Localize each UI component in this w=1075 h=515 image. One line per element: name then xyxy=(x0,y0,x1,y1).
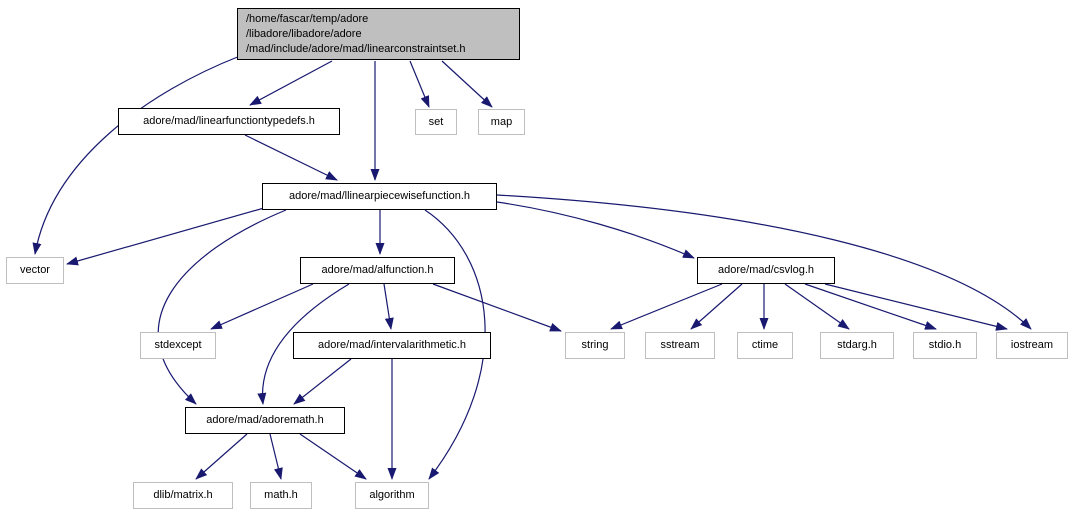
edge-alf-to-stdexcept xyxy=(210,283,314,330)
node-label: map xyxy=(490,115,513,128)
node-alf[interactable]: adore/mad/alfunction.h xyxy=(300,257,455,284)
edge-csv-to-stdio xyxy=(804,283,937,330)
node-label: ctime xyxy=(751,339,779,351)
edge-lpw-to-algorithm xyxy=(424,209,486,480)
node-label: vector xyxy=(20,264,50,276)
node-lft[interactable]: adore/mad/linearfunctiontypedefs.h xyxy=(118,108,340,135)
edge-csv-to-stdarg xyxy=(784,283,850,330)
edge-alf-to-string xyxy=(432,283,562,332)
node-label: stdexcept xyxy=(154,339,202,351)
node-lpw[interactable]: adore/mad/llinearpiecewisefunction.h xyxy=(262,183,497,210)
edge-lpw-to-adm xyxy=(157,209,287,405)
node-map: map xyxy=(478,109,525,135)
node-label: adore/mad/llinearpiecewisefunction.h xyxy=(289,190,470,202)
node-string: string xyxy=(565,332,625,359)
node-stdarg: stdarg.h xyxy=(820,332,894,359)
node-label: stdio.h xyxy=(928,339,962,351)
node-set: set xyxy=(415,109,457,135)
edge-csv-to-iostream xyxy=(824,283,1008,331)
edge-csv-to-string xyxy=(610,283,723,330)
node-label: sstream xyxy=(660,339,700,351)
edge-csv-to-sstream xyxy=(690,283,743,330)
node-label: math.h xyxy=(264,489,298,501)
node-label: adore/mad/linearfunctiontypedefs.h xyxy=(143,115,315,127)
node-iva[interactable]: adore/mad/intervalarithmetic.h xyxy=(293,332,491,359)
node-math: math.h xyxy=(250,482,312,509)
node-vector: vector xyxy=(6,257,64,284)
edge-adm-to-math xyxy=(269,433,283,480)
edge-alf-to-adm xyxy=(257,283,350,405)
edge-root-to-set xyxy=(409,60,430,108)
node-label: adore/mad/csvlog.h xyxy=(718,264,814,276)
node-label: algorithm xyxy=(369,489,415,501)
edge-root-to-map xyxy=(441,60,493,108)
edge-adm-to-algorithm xyxy=(299,433,367,480)
node-iostream: iostream xyxy=(996,332,1068,359)
node-dlib: dlib/matrix.h xyxy=(133,482,233,509)
node-label: set xyxy=(428,115,444,128)
root-label-line: /home/fascar/temp/adore xyxy=(246,12,369,25)
node-sstream: sstream xyxy=(645,332,715,359)
node-label: adore/mad/intervalarithmetic.h xyxy=(318,339,466,351)
edge-alf-to-iva xyxy=(383,283,394,330)
edge-lpw-to-csv xyxy=(496,201,695,259)
node-ctime: ctime xyxy=(737,332,793,359)
node-label: adore/mad/alfunction.h xyxy=(321,264,434,276)
node-csv[interactable]: adore/mad/csvlog.h xyxy=(697,257,835,284)
edge-lft-to-lpw xyxy=(244,134,338,181)
node-label: stdarg.h xyxy=(837,339,877,351)
edge-adm-to-dlib xyxy=(195,433,248,480)
node-label: adore/mad/adoremath.h xyxy=(206,414,324,426)
edge-lpw-to-iostream xyxy=(496,194,1032,330)
edge-lpw-to-vector xyxy=(66,207,265,266)
root-label-line: /mad/include/adore/mad/linearconstraints… xyxy=(246,42,466,55)
root-label-line: /libadore/libadore/adore xyxy=(246,27,362,40)
node-label: iostream xyxy=(1010,339,1054,351)
node-root: /home/fascar/temp/adore/libadore/libador… xyxy=(237,8,520,60)
node-stdio: stdio.h xyxy=(913,332,977,359)
node-label: dlib/matrix.h xyxy=(153,489,213,501)
node-algorithm: algorithm xyxy=(355,482,429,509)
edge-root-to-lft xyxy=(249,60,333,106)
node-stdexcept: stdexcept xyxy=(140,332,216,359)
node-label: string xyxy=(581,339,609,351)
node-adm[interactable]: adore/mad/adoremath.h xyxy=(185,407,345,434)
edge-iva-to-adm xyxy=(293,358,352,405)
edge-root-to-vector xyxy=(32,55,241,255)
